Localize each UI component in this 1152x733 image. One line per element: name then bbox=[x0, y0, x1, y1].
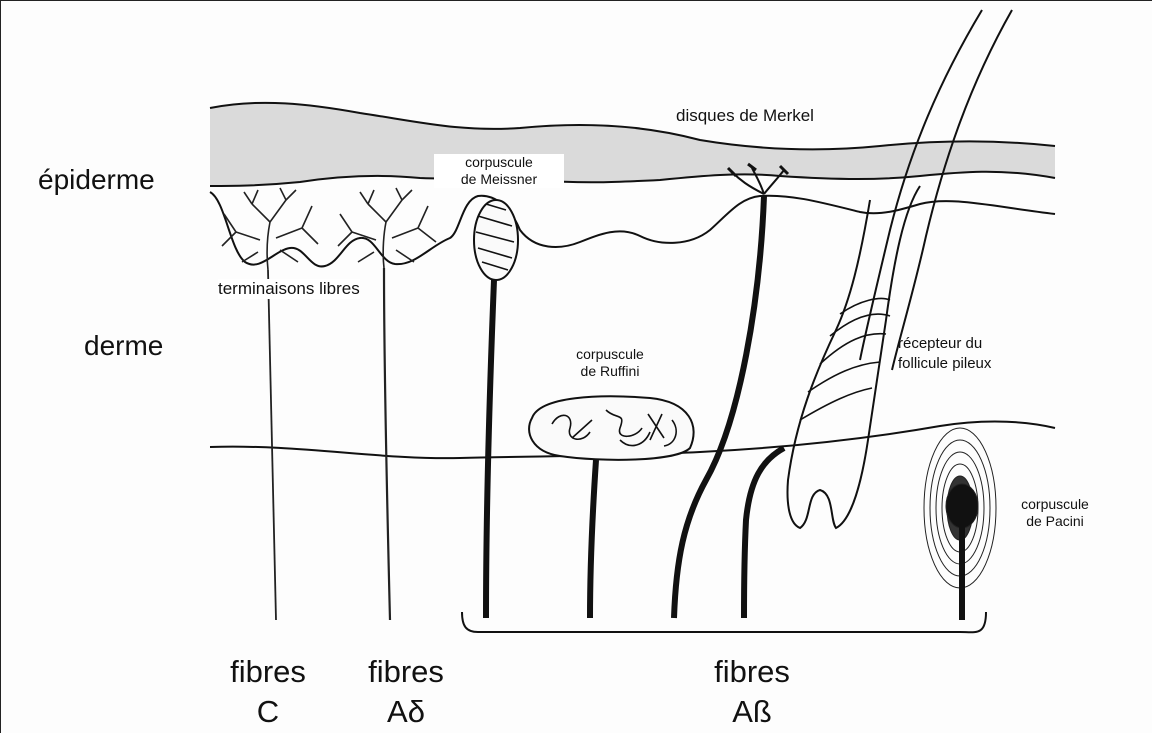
label-pacini: corpuscule de Pacini bbox=[1010, 496, 1100, 530]
label-merkel: disques de Merkel bbox=[676, 106, 814, 126]
label-meissner-line1: corpuscule bbox=[434, 154, 564, 171]
label-free-endings: terminaisons libres bbox=[218, 279, 360, 299]
hair-follicle bbox=[744, 10, 1012, 618]
a-beta-bracket bbox=[462, 612, 986, 632]
merkel-axon bbox=[674, 196, 764, 618]
label-ruffini-line1: corpuscule bbox=[540, 346, 680, 363]
label-fibres-a-delta-line1: fibres bbox=[346, 652, 466, 692]
label-follicle-line2: follicule pileux bbox=[898, 354, 991, 374]
label-meissner-line2: de Meissner bbox=[434, 171, 564, 188]
label-ruffini-line2: de Ruffini bbox=[540, 363, 680, 380]
pacini-corpuscle bbox=[924, 428, 996, 620]
label-follicle: récepteur du follicule pileux bbox=[898, 334, 991, 374]
label-follicle-line1: récepteur du bbox=[898, 334, 991, 354]
free-nerve-ending-a-delta bbox=[338, 188, 436, 620]
fiber-a-delta-axon bbox=[384, 268, 390, 620]
label-fibres-a-delta-line2: Aδ bbox=[346, 692, 466, 732]
label-fibres-c: fibres C bbox=[208, 652, 328, 732]
label-ruffini: corpuscule de Ruffini bbox=[540, 346, 680, 380]
label-fibres-a-beta: fibres Aß bbox=[692, 652, 812, 732]
merkel-disks bbox=[674, 164, 788, 618]
label-fibres-c-line1: fibres bbox=[208, 652, 328, 692]
meissner-corpuscle bbox=[474, 200, 518, 618]
label-derme: derme bbox=[84, 330, 163, 362]
label-fibres-a-beta-line2: Aß bbox=[692, 692, 812, 732]
label-fibres-a-delta: fibres Aδ bbox=[346, 652, 466, 732]
label-epiderme: épiderme bbox=[38, 164, 155, 196]
ruffini-corpuscle bbox=[529, 396, 694, 618]
ruffini-axon bbox=[590, 460, 596, 618]
label-fibres-c-line2: C bbox=[208, 692, 328, 732]
hair-shaft bbox=[860, 10, 982, 360]
label-pacini-line1: corpuscule bbox=[1010, 496, 1100, 513]
label-fibres-a-beta-line1: fibres bbox=[692, 652, 812, 692]
label-pacini-line2: de Pacini bbox=[1010, 513, 1100, 530]
fiber-c-axon bbox=[268, 270, 276, 620]
meissner-axon bbox=[486, 280, 494, 618]
label-meissner: corpuscule de Meissner bbox=[434, 154, 564, 188]
follicle-axon bbox=[744, 448, 784, 618]
